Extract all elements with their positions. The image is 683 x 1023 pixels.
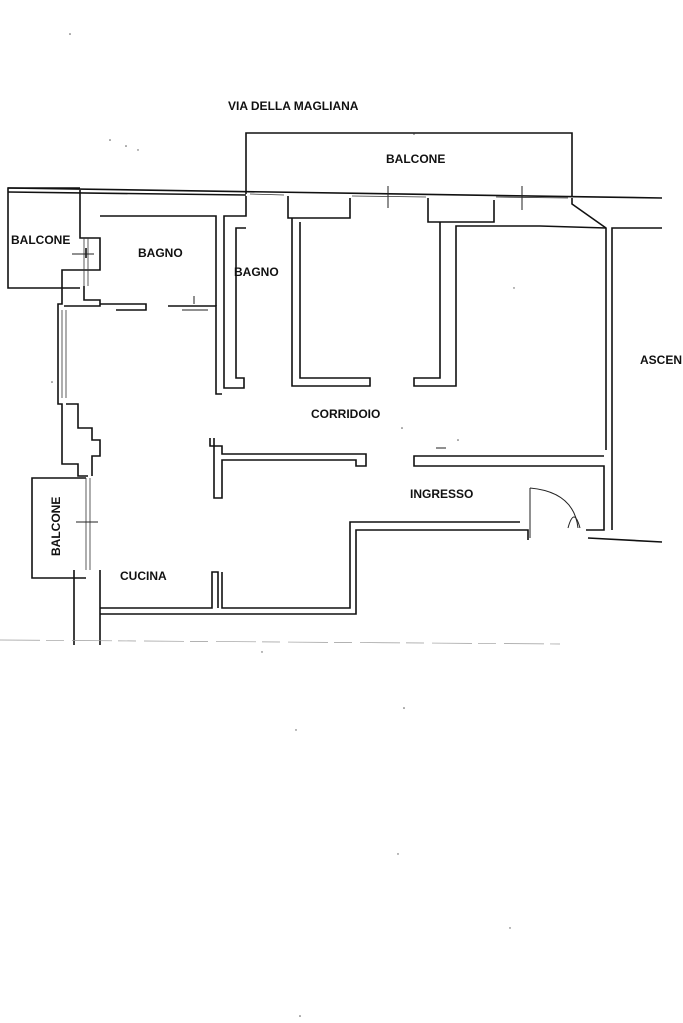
room-bagno-2: BAGNO <box>234 265 279 279</box>
balcony-side-label: BALCONE <box>49 497 63 556</box>
corridoio-label: CORRIDOIO <box>311 407 380 421</box>
balcony-top-label: BALCONE <box>386 152 445 166</box>
room-ingresso: INGRESSO <box>410 487 473 501</box>
bagno-1-label: BAGNO <box>138 246 183 260</box>
street-label: VIA DELLA MAGLIANA <box>228 99 359 113</box>
outer-walls: ASCEN <box>7 187 682 645</box>
room-cucina: CUCINA <box>120 569 167 583</box>
scan-edge-line <box>0 639 561 645</box>
room-bagno-1: BAGNO <box>100 215 222 395</box>
balcony-top: BALCONE <box>245 132 573 196</box>
ingresso-label: INGRESSO <box>410 487 473 501</box>
elevator-label: ASCEN <box>640 353 682 367</box>
room-corridoio: CORRIDOIO <box>209 407 446 499</box>
cucina-label: CUCINA <box>120 569 167 583</box>
scan-specks <box>51 33 515 1017</box>
balcony-left-label: BALCONE <box>11 233 70 247</box>
balcony-left: BALCONE <box>7 187 80 289</box>
facade-piers <box>223 186 607 389</box>
balcony-side: BALCONE <box>31 477 86 579</box>
bagno-2-label: BAGNO <box>234 265 279 279</box>
